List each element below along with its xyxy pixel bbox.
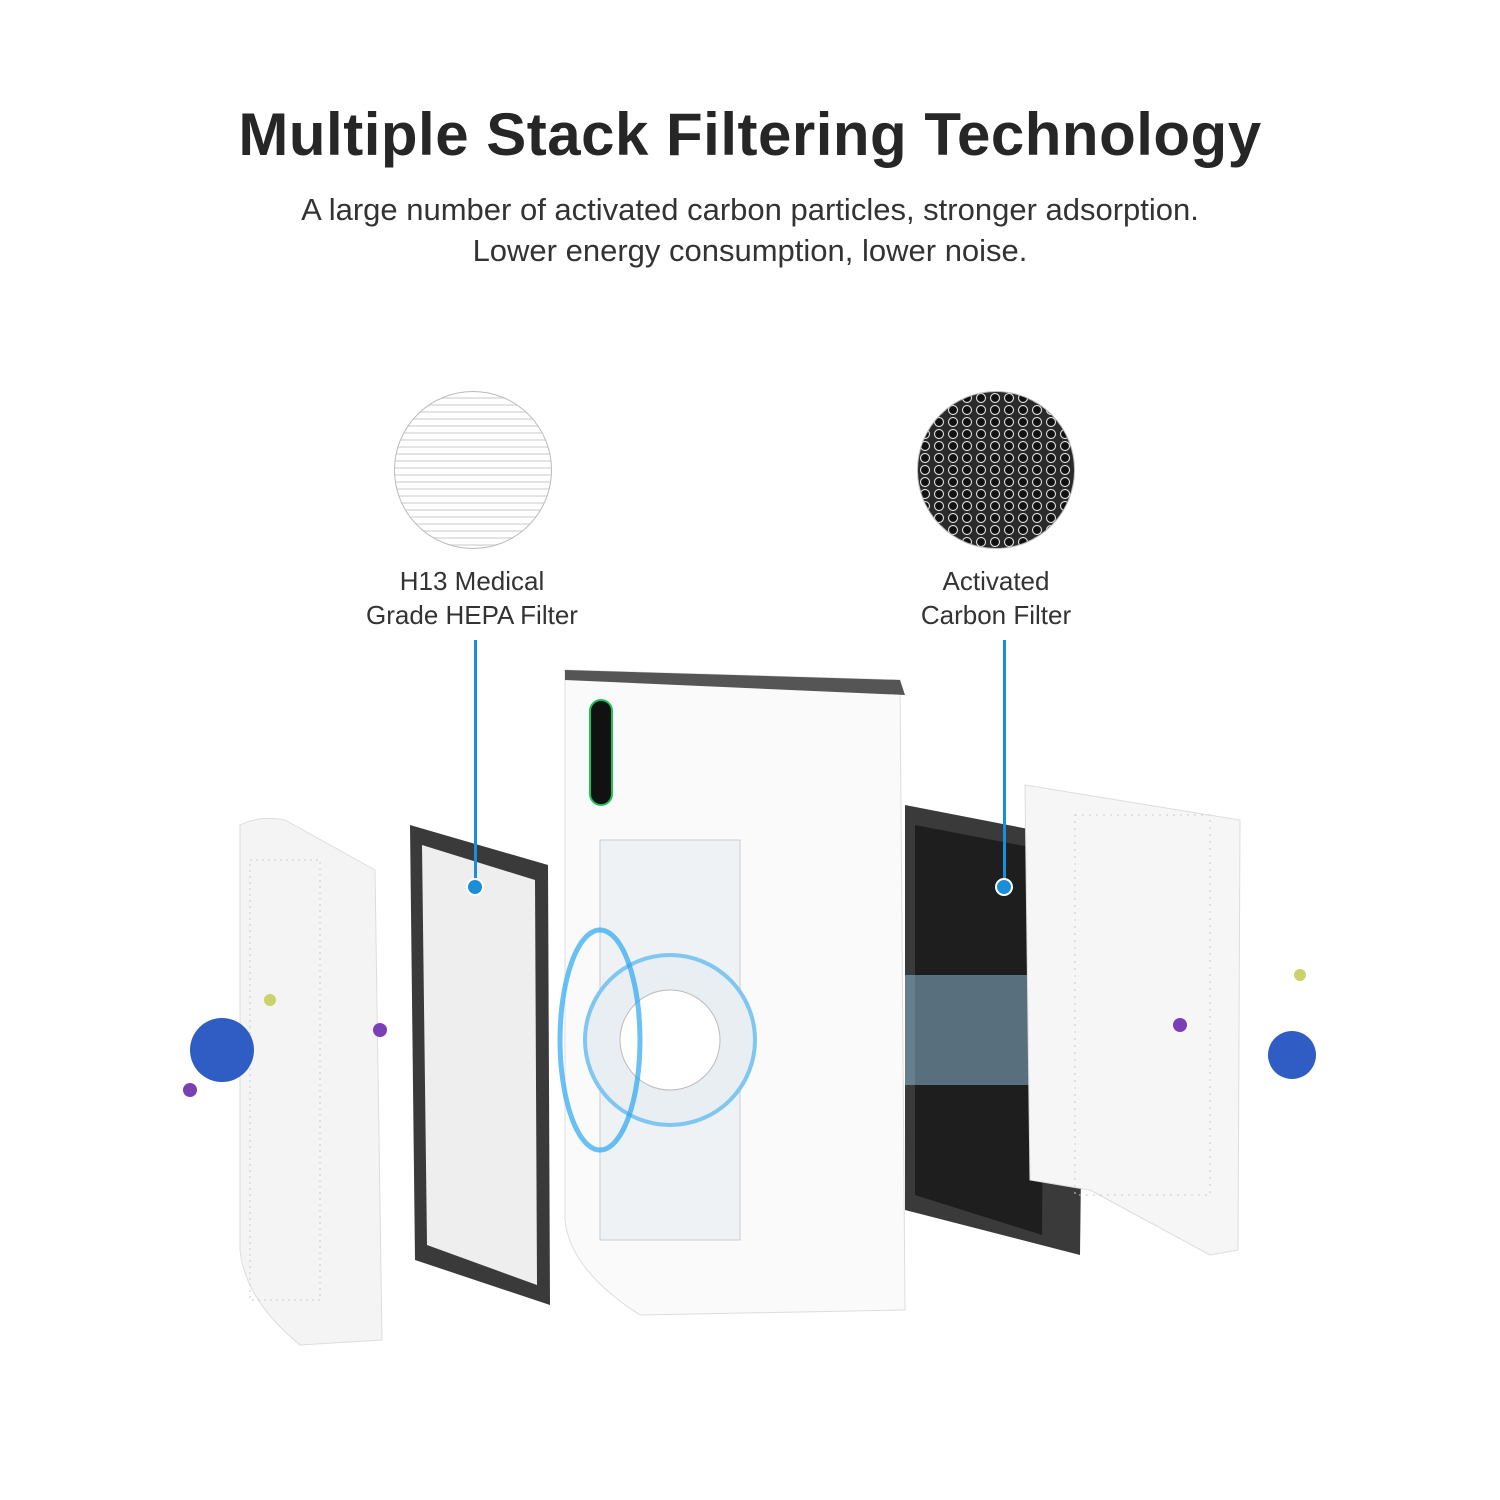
hepa-label-line-2: Grade HEPA Filter	[366, 600, 578, 630]
hepa-pointer-dot	[466, 878, 484, 896]
rear-panel-holes	[1074, 814, 1211, 1196]
front-grill-panel	[239, 817, 383, 1346]
subtitle-line-1: A large number of activated carbon parti…	[301, 192, 1199, 227]
hepa-texture-icon	[394, 391, 552, 549]
carbon-label-line-2: Carbon Filter	[920, 600, 1072, 630]
hepa-label-line-1: H13 Medical	[399, 566, 545, 596]
pollen-icon	[1294, 969, 1306, 981]
particle-icon	[1173, 1018, 1187, 1032]
airflow-ring-icon	[557, 927, 643, 1153]
carbon-filter-media	[915, 825, 1045, 1235]
carbon-label-line-1: Activated	[942, 566, 1050, 596]
grill-holes	[249, 859, 321, 1301]
page-title: Multiple Stack Filtering Technology	[238, 101, 1262, 168]
particle-icon	[183, 1083, 197, 1097]
carbon-filter-label: Activated Carbon Filter	[836, 564, 1156, 632]
subtitle-line-2: Lower energy consumption, lower noise.	[472, 233, 1028, 268]
hepa-pointer-line	[474, 640, 477, 885]
hepa-filter-label: H13 Medical Grade HEPA Filter	[312, 564, 632, 632]
hepa-filter-media	[422, 845, 537, 1285]
virus-particle-icon	[190, 1018, 254, 1082]
pollen-icon	[264, 994, 276, 1006]
carbon-pointer-line	[1003, 640, 1006, 885]
display-panel	[589, 699, 613, 806]
purifier-top	[565, 670, 905, 695]
particle-icon	[373, 1023, 387, 1037]
rear-panel	[1024, 784, 1241, 1256]
airflow-icon	[905, 975, 1035, 1085]
carbon-texture-icon	[917, 391, 1075, 549]
carbon-pointer-dot	[995, 878, 1013, 896]
fan-hub	[619, 989, 721, 1091]
virus-particle-icon	[1268, 1031, 1316, 1079]
